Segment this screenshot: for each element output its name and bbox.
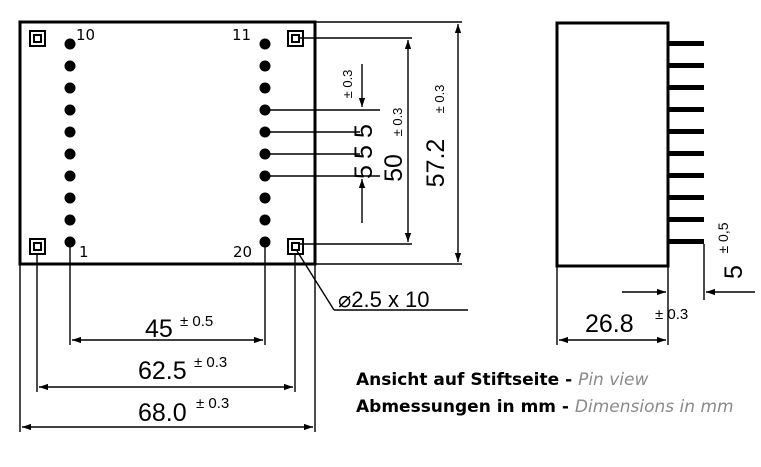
outer-pin-value: 62.5 (138, 357, 187, 385)
pin-row-value: 45 (145, 315, 173, 343)
pin-label-10: 10 (76, 26, 95, 44)
module-body-front (18, 20, 317, 266)
pin-size-leader (296, 250, 335, 311)
extension-lines-right (265, 21, 462, 265)
pin-label-11: 11 (232, 26, 251, 44)
span-tolerance: ± 0.3 (390, 108, 405, 137)
width-tolerance: ± 0.3 (196, 395, 229, 412)
depth-tolerance: ± 0.3 (655, 306, 688, 323)
module-body-side (555, 21, 670, 268)
caption-dimensions-de: Abmessungen in mm (356, 397, 557, 417)
pitch-value-2: 5 (350, 145, 378, 159)
depth-value: 26.8 (585, 310, 634, 338)
caption-pin-view-en: Pin view (578, 370, 649, 390)
pin-length-tolerance: ± 0,5 (715, 222, 731, 253)
caption-dimensions-en: Dimensions in mm (574, 397, 734, 417)
pitch-value-3: 5 (350, 165, 378, 179)
outer-pin-tolerance: ± 0.3 (194, 354, 227, 371)
pin-row-tolerance: ± 0.5 (180, 313, 213, 330)
height-value: 57.2 (422, 139, 450, 188)
caption-pin-view-sep: - (559, 370, 579, 390)
pin-size-label: ⌀2.5 x 10 (338, 287, 430, 312)
pitch-tolerance: ± 0.3 (340, 70, 355, 99)
depth-extension-lines (556, 266, 669, 345)
pin-length-dimension (622, 244, 755, 300)
caption-dimensions: Abmessungen in mm - Dimensions in mm (356, 397, 734, 417)
width-value: 68.0 (138, 399, 187, 427)
pins-right-row (259, 38, 271, 248)
caption-pin-view-de: Ansicht auf Stiftseite (356, 370, 560, 390)
pin-label-1: 1 (79, 243, 89, 261)
height-tolerance: ± 0.3 (432, 85, 447, 114)
caption-dimensions-sep: - (556, 397, 575, 417)
pin-length-value: 5 (720, 265, 748, 279)
pitch-value: 5 (350, 124, 378, 138)
caption-pin-view: Ansicht auf Stiftseite - Pin view (356, 370, 648, 390)
span-value: 50 (380, 154, 408, 182)
side-pins (668, 41, 704, 244)
pins-left-row (64, 38, 76, 248)
extension-lines-bottom (19, 242, 316, 432)
pin-label-20: 20 (233, 243, 252, 261)
